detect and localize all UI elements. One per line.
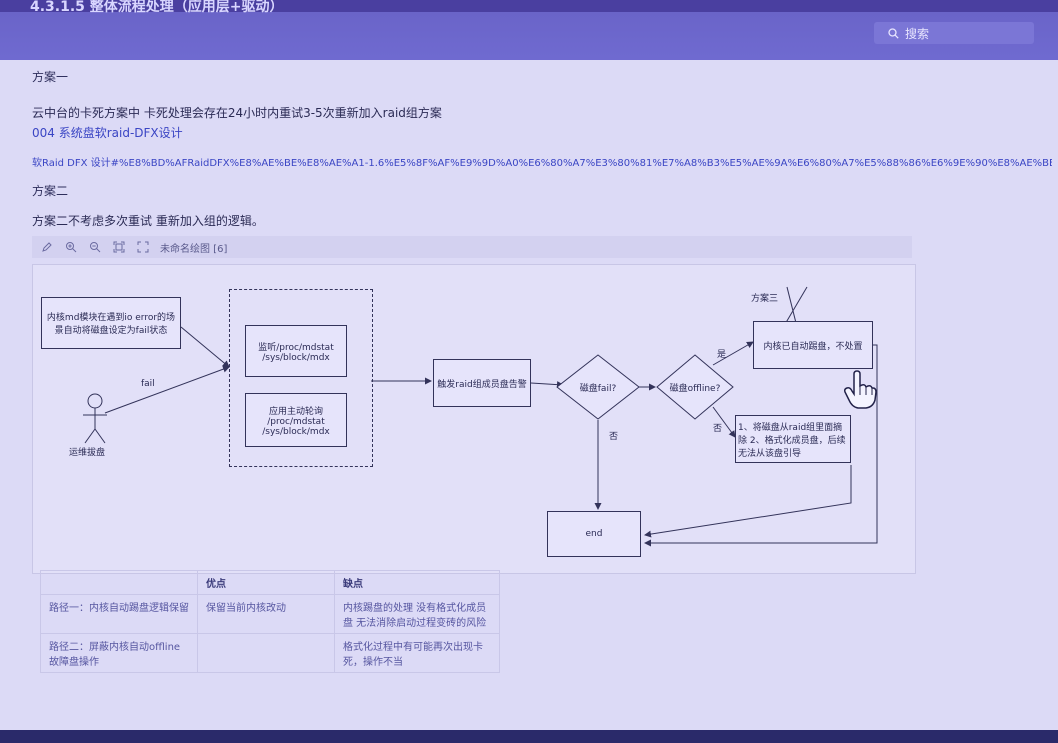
table-row: 路径二：屏蔽内核自动offline故障盘操作 格式化过程中有可能再次出现卡死，操…	[40, 633, 500, 673]
diagram-canvas: 内核md模块在遇到io error的场景自动将磁盘设定为fail状态 运维拔盘 …	[32, 264, 916, 574]
table-row: 路径一：内核自动踢盘逻辑保留 保留当前内核改动 内核踢盘的处理 没有格式化成员盘…	[40, 594, 500, 634]
fullscreen-icon[interactable]	[136, 240, 150, 254]
raid-dfx-link[interactable]: 软Raid DFX 设计#%E8%BD%AFRaidDFX%E8%AE%BE%E…	[32, 158, 1052, 169]
poll-box[interactable]: 应用主动轮询 /proc/mdstat /sys/block/mdx	[245, 393, 347, 447]
kicked-box[interactable]: 内核已自动踢盘，不处置	[753, 321, 873, 369]
comparison-table: 优点 缺点 路径一：内核自动踢盘逻辑保留 保留当前内核改动 内核踢盘的处理 没有…	[40, 570, 500, 673]
kernel-md-box[interactable]: 内核md模块在遇到io error的场景自动将磁盘设定为fail状态	[41, 297, 181, 349]
zoom-out-icon[interactable]	[88, 240, 102, 254]
table-cell: 保留当前内核改动	[197, 594, 335, 634]
diagram-name: 未命名绘图 [6]	[160, 243, 228, 255]
plan2-text: 方案二不考虑多次重试 重新加入组的逻辑。	[32, 214, 264, 228]
yes-label: 是	[717, 350, 727, 360]
search-placeholder: 搜索	[905, 26, 930, 41]
fit-icon[interactable]	[112, 240, 126, 254]
table-header-cell	[40, 570, 198, 595]
table-header-cell: 缺点	[334, 570, 500, 595]
plan1-heading: 方案一	[32, 70, 69, 84]
action-box[interactable]: 1、将磁盘从raid组里面摘除 2、格式化成员盘，后续无法从该盘引导	[735, 415, 851, 463]
search-input[interactable]: 搜索	[874, 22, 1034, 44]
zoom-in-icon[interactable]	[64, 240, 78, 254]
search-icon	[888, 27, 899, 39]
end-box[interactable]: end	[547, 511, 641, 557]
alarm-box[interactable]: 触发raid组成员盘告警	[433, 359, 531, 407]
table-cell: 格式化过程中有可能再次出现卡死，操作不当	[334, 633, 500, 673]
plan3-label: 方案三	[751, 294, 779, 304]
table-cell	[197, 633, 335, 673]
fail-label: fail	[141, 379, 155, 389]
design-doc-link[interactable]: 004 系统盘软raid-DFX设计	[32, 126, 183, 140]
diamond-disk-offline[interactable]: 磁盘offline?	[669, 383, 721, 394]
page-title: 4.3.1.5 整体流程处理（应用层+驱动）	[30, 0, 284, 15]
table-header-row: 优点 缺点	[40, 570, 500, 595]
diagram-connectors	[83, 286, 878, 547]
hand-cursor-icon	[844, 370, 877, 409]
plan1-text: 云中台的卡死方案中 卡死处理会存在24小时内重试3-5次重新加入raid组方案	[32, 106, 442, 120]
no-label-2: 否	[713, 424, 723, 434]
table-cell: 内核踢盘的处理 没有格式化成员盘 无法消除启动过程变砖的风险	[334, 594, 500, 634]
diagram-toolbar: 未命名绘图 [6]	[32, 236, 912, 258]
actor-label: 运维拔盘	[69, 448, 106, 458]
table-cell: 路径一：内核自动踢盘逻辑保留	[40, 594, 198, 634]
monitor-box[interactable]: 监听/proc/mdstat /sys/block/mdx	[245, 325, 347, 377]
no-label-1: 否	[609, 432, 619, 442]
monitor-group	[229, 289, 373, 467]
table-cell: 路径二：屏蔽内核自动offline故障盘操作	[40, 633, 198, 673]
document-body: 方案一 云中台的卡死方案中 卡死处理会存在24小时内重试3-5次重新加入raid…	[0, 60, 1058, 730]
table-header-cell: 优点	[197, 570, 335, 595]
top-bar: 4.3.1.5 整体流程处理（应用层+驱动） 搜索	[0, 0, 1058, 60]
diamond-disk-fail[interactable]: 磁盘fail?	[579, 383, 617, 394]
plan2-heading: 方案二	[32, 184, 69, 198]
edit-icon[interactable]	[40, 240, 54, 254]
taskbar	[0, 730, 1058, 743]
